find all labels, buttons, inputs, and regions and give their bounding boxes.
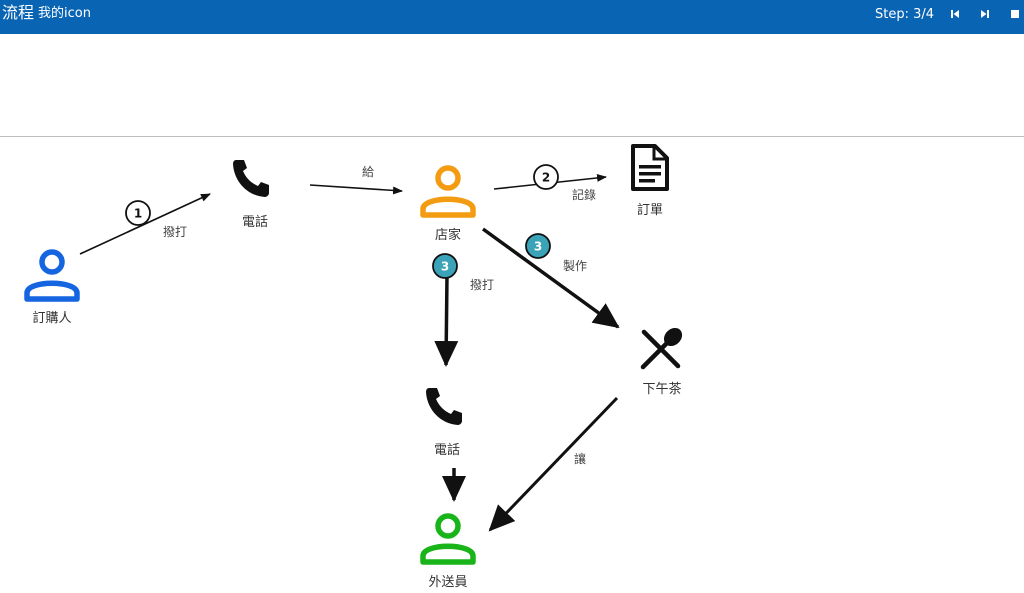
shop-node[interactable]: 店家 <box>420 165 476 243</box>
edge-let-delivery <box>488 396 619 532</box>
delivery-node[interactable]: 外送員 <box>420 513 476 590</box>
phone-mid-node[interactable]: 電話 <box>426 388 462 458</box>
page-title: 流程 <box>2 3 35 22</box>
edge-label-make: 製作 <box>563 259 587 273</box>
person-icon <box>420 165 476 218</box>
edge-give-shop <box>309 184 403 195</box>
phone-mid-label: 電話 <box>434 442 460 458</box>
step-badge-3a-text: 3 <box>534 240 542 254</box>
header-bar: 流程 我的icon Step: 3/4 <box>0 0 1024 34</box>
shop-label: 店家 <box>435 227 461 243</box>
phone-top-label: 電話 <box>242 214 268 230</box>
order-node[interactable]: 訂單 <box>631 144 669 218</box>
customer-node[interactable]: 訂購人 <box>24 249 80 326</box>
edge-label-let: 讓 <box>574 451 586 466</box>
person-icon <box>24 249 80 302</box>
person-icon <box>420 513 476 565</box>
step-indicator: Step: 3/4 <box>875 7 935 22</box>
edge-label-give: 給 <box>362 165 374 179</box>
step-badge-3a: 3 <box>525 233 551 259</box>
skip-back-icon[interactable] <box>948 7 962 21</box>
step-badge-1-text: 1 <box>134 207 142 221</box>
edge-call-phone2 <box>434 274 459 367</box>
phone-icon <box>233 160 269 197</box>
step-badge-2-text: 2 <box>542 171 550 185</box>
customer-label: 訂購人 <box>32 310 71 326</box>
page-subtitle: 我的icon <box>38 6 91 21</box>
delivery-label: 外送員 <box>428 575 467 590</box>
stop-icon[interactable] <box>1008 7 1022 21</box>
edge-make-tea <box>481 227 620 329</box>
phone-top-node[interactable]: 電話 <box>233 160 269 230</box>
skip-forward-icon[interactable] <box>978 7 992 21</box>
edge-label-record: 記錄 <box>572 187 596 202</box>
order-label: 訂單 <box>637 202 663 218</box>
step-badge-2: 2 <box>533 164 559 190</box>
edge-label-call1: 撥打 <box>163 224 187 239</box>
document-icon <box>631 144 669 191</box>
step-badge-3b: 3 <box>432 253 458 279</box>
edge-label-call2: 撥打 <box>470 277 494 292</box>
step-badge-3b-text: 3 <box>441 260 449 274</box>
utensils-icon <box>640 327 683 370</box>
tea-label: 下午茶 <box>642 381 681 397</box>
divider-line <box>0 136 1024 137</box>
tea-node[interactable]: 下午茶 <box>640 324 685 397</box>
step-badge-1: 1 <box>125 200 151 226</box>
phone-icon <box>426 388 462 425</box>
edge-call-phone <box>79 193 211 255</box>
